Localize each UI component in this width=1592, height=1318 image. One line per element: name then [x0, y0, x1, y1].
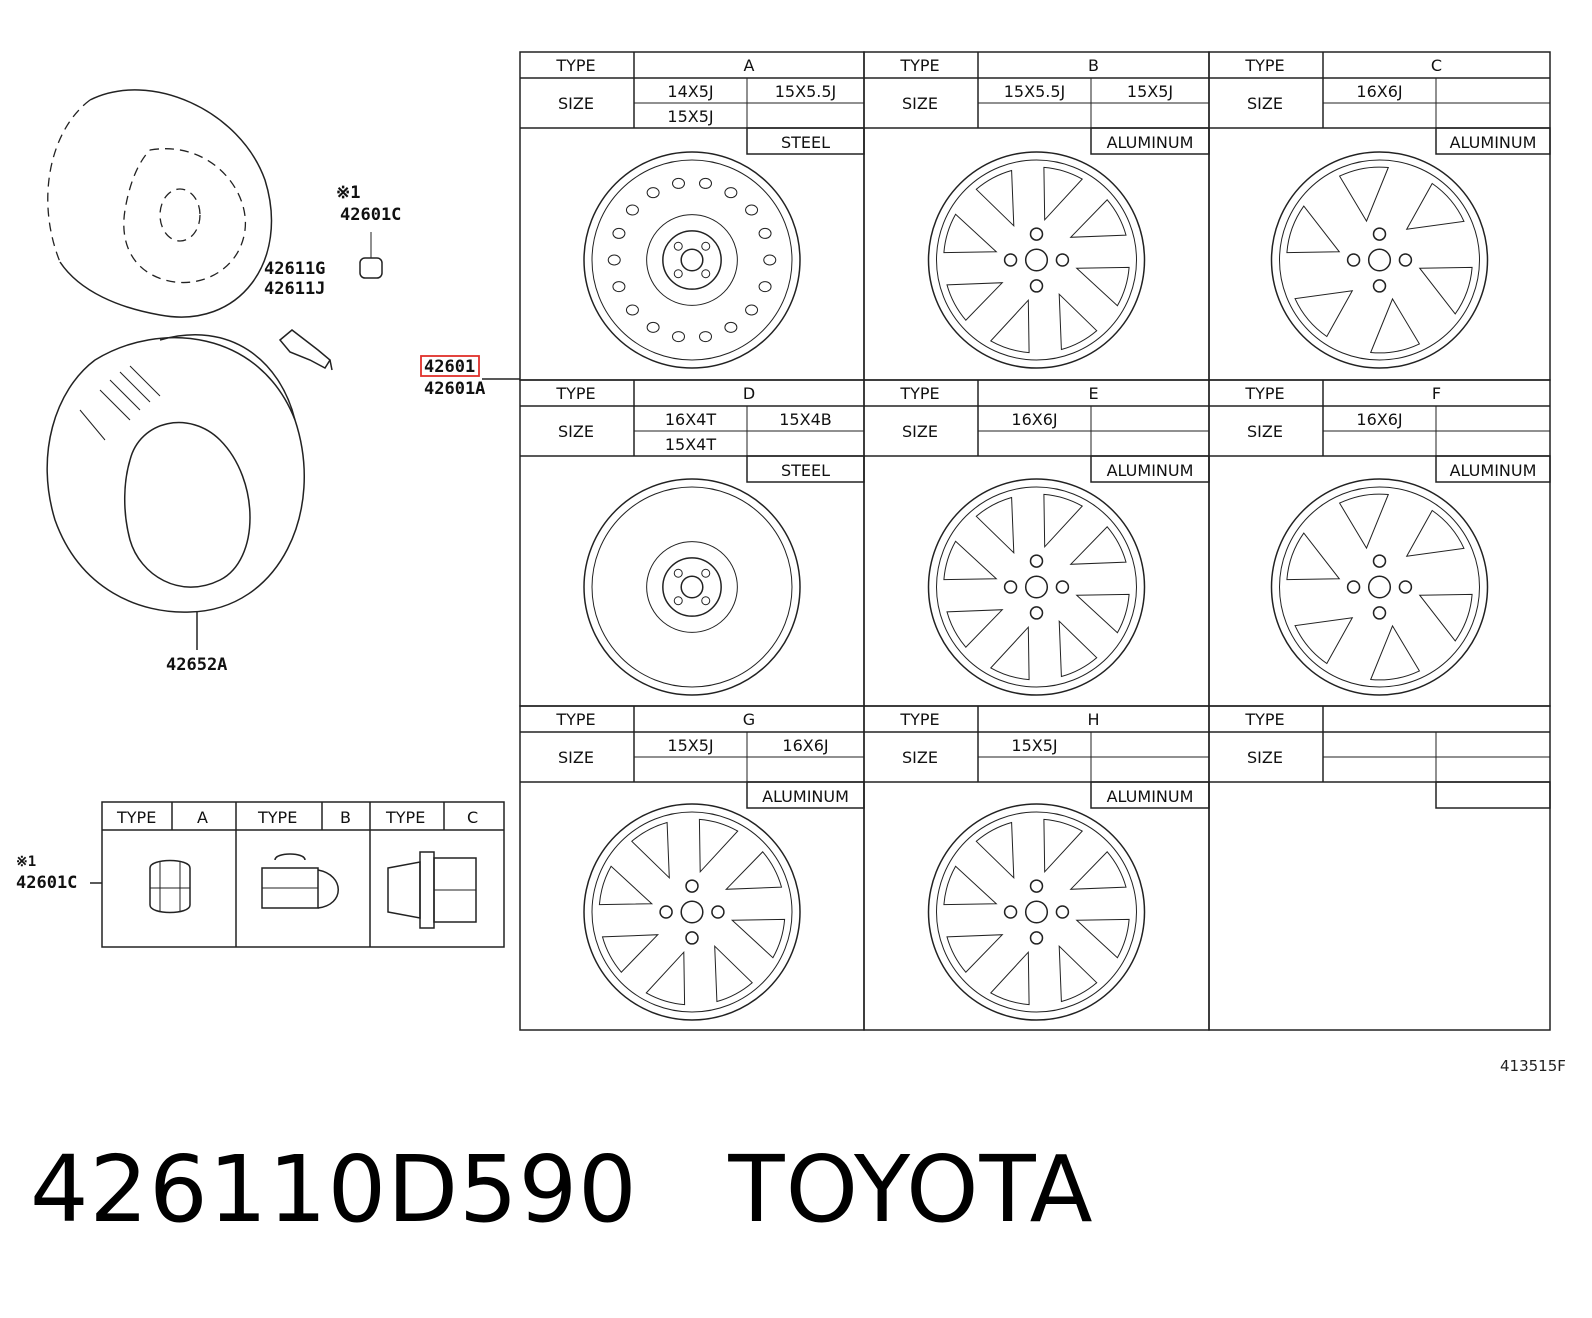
- type-header-1: TYPE: [555, 56, 595, 75]
- size-header-5: SIZE: [902, 422, 938, 441]
- wheel-type-1: A: [744, 56, 755, 75]
- wheel-size-3-1: 16X6J: [1356, 82, 1402, 101]
- valve-cap-mark: ※1: [336, 183, 360, 203]
- spare-wheel-illustration: [47, 89, 273, 318]
- valve-stem-icon: [278, 329, 333, 371]
- nut-type-label-a: TYPE: [116, 808, 156, 827]
- wheel-type-5: E: [1088, 384, 1098, 403]
- wheel-type-cell-3: [1208, 51, 1551, 381]
- wheel-2-illustration: [927, 151, 1146, 369]
- wheel-size-5-1: 16X6J: [1011, 410, 1057, 429]
- wheel-size-1-2: 15X5.5J: [775, 82, 836, 101]
- wheel-3-illustration: [1270, 151, 1489, 369]
- wheel-size-1-3: 15X5J: [667, 107, 713, 126]
- size-header-4: SIZE: [558, 422, 594, 441]
- brand-name: TOYOTA: [728, 1136, 1094, 1243]
- nut-type-c: C: [467, 808, 478, 827]
- wheel-type-6: F: [1432, 384, 1441, 403]
- wheel-size-8-1: 15X5J: [1011, 736, 1057, 755]
- type-header-3: TYPE: [1244, 56, 1284, 75]
- wheel-type-2: B: [1088, 56, 1099, 75]
- wheel-7-illustration: [583, 803, 801, 1021]
- caption: 426110D590 TOYOTA: [30, 1140, 1094, 1240]
- nut-ref-label[interactable]: 42601C: [16, 873, 77, 893]
- wheel-5-illustration: [927, 478, 1146, 696]
- nut-a-icon: [149, 859, 191, 914]
- wheel-material-1: STEEL: [781, 133, 830, 152]
- type-header-8: TYPE: [899, 710, 939, 729]
- type-header-4: TYPE: [555, 384, 595, 403]
- wheel-material-7: ALUMINUM: [762, 787, 849, 806]
- wheel-8-illustration: [927, 803, 1146, 1021]
- size-header-8: SIZE: [902, 748, 938, 767]
- wheel-size-2-2: 15X5J: [1127, 82, 1173, 101]
- wheel-material-5: ALUMINUM: [1107, 461, 1194, 480]
- type-header-5: TYPE: [899, 384, 939, 403]
- wheel-4-illustration: [583, 478, 801, 696]
- wheel-size-2-1: 15X5.5J: [1004, 82, 1065, 101]
- part-label-42611j[interactable]: 42611J: [264, 279, 325, 299]
- wheel-size-6-1: 16X6J: [1356, 410, 1402, 429]
- type-header-9: TYPE: [1244, 710, 1284, 729]
- valve-cap-icon: [359, 232, 383, 279]
- wheel-type-7: G: [743, 710, 755, 729]
- wheel-type-cell-8: [863, 705, 1210, 1031]
- wheel-material-8: ALUMINUM: [1107, 787, 1194, 806]
- type-header-7: TYPE: [555, 710, 595, 729]
- wheel-material-6: ALUMINUM: [1450, 461, 1537, 480]
- wheel-size-7-2: 16X6J: [782, 736, 828, 755]
- wheel-size-1-1: 14X5J: [667, 82, 713, 101]
- wheel-6-illustration: [1270, 478, 1489, 696]
- part-label-42652a[interactable]: 42652A: [166, 655, 227, 675]
- type-header-2: TYPE: [899, 56, 939, 75]
- wheel-size-4-3: 15X4T: [665, 435, 717, 454]
- nut-type-b: B: [340, 808, 351, 827]
- wheel-size-4-2: 15X4B: [779, 410, 831, 429]
- size-header-9: SIZE: [1247, 748, 1283, 767]
- size-header-6: SIZE: [1247, 422, 1283, 441]
- wheel-type-grid: TYPE SIZE A 14X5J 15X5.5J 15X5J STEEL TYPE SIZE B…: [519, 51, 1551, 1031]
- wheel-type-8: H: [1087, 710, 1099, 729]
- nut-type-a: A: [197, 808, 208, 827]
- part-label-42611g[interactable]: 42611G: [264, 259, 325, 279]
- size-header-7: SIZE: [558, 748, 594, 767]
- size-header-1: SIZE: [558, 94, 594, 113]
- part-number: 426110D590: [30, 1136, 638, 1243]
- part-label-42601a[interactable]: 42601A: [424, 379, 485, 399]
- wheel-material-4: STEEL: [781, 461, 830, 480]
- wheel-type-cell-9: [1208, 705, 1551, 1031]
- nut-type-label-b: TYPE: [257, 808, 297, 827]
- nut-mark: ※1: [16, 854, 36, 870]
- part-label-42601c[interactable]: 42601C: [340, 205, 401, 225]
- size-header-3: SIZE: [1247, 94, 1283, 113]
- nut-type-label-c: TYPE: [385, 808, 425, 827]
- size-header-2: SIZE: [902, 94, 938, 113]
- type-header-6: TYPE: [1244, 384, 1284, 403]
- wheel-size-7-1: 15X5J: [667, 736, 713, 755]
- nut-b-icon: [261, 853, 339, 909]
- diagram-reference-id: 413515F: [1500, 1057, 1566, 1075]
- wheel-material-2: ALUMINUM: [1107, 133, 1194, 152]
- tire-illustration: [46, 334, 305, 650]
- wheel-1-illustration: [583, 151, 801, 369]
- part-label-42601[interactable]: 42601: [424, 357, 475, 377]
- wheel-type-4: D: [743, 384, 755, 403]
- wheel-size-4-1: 16X4T: [665, 410, 717, 429]
- wheel-type-3: C: [1431, 56, 1442, 75]
- highlight-box: [420, 355, 480, 377]
- wheel-material-3: ALUMINUM: [1450, 133, 1537, 152]
- nut-type-table: TYPE A TYPE B TYPE C: [101, 801, 505, 948]
- nut-c-icon: [387, 851, 477, 929]
